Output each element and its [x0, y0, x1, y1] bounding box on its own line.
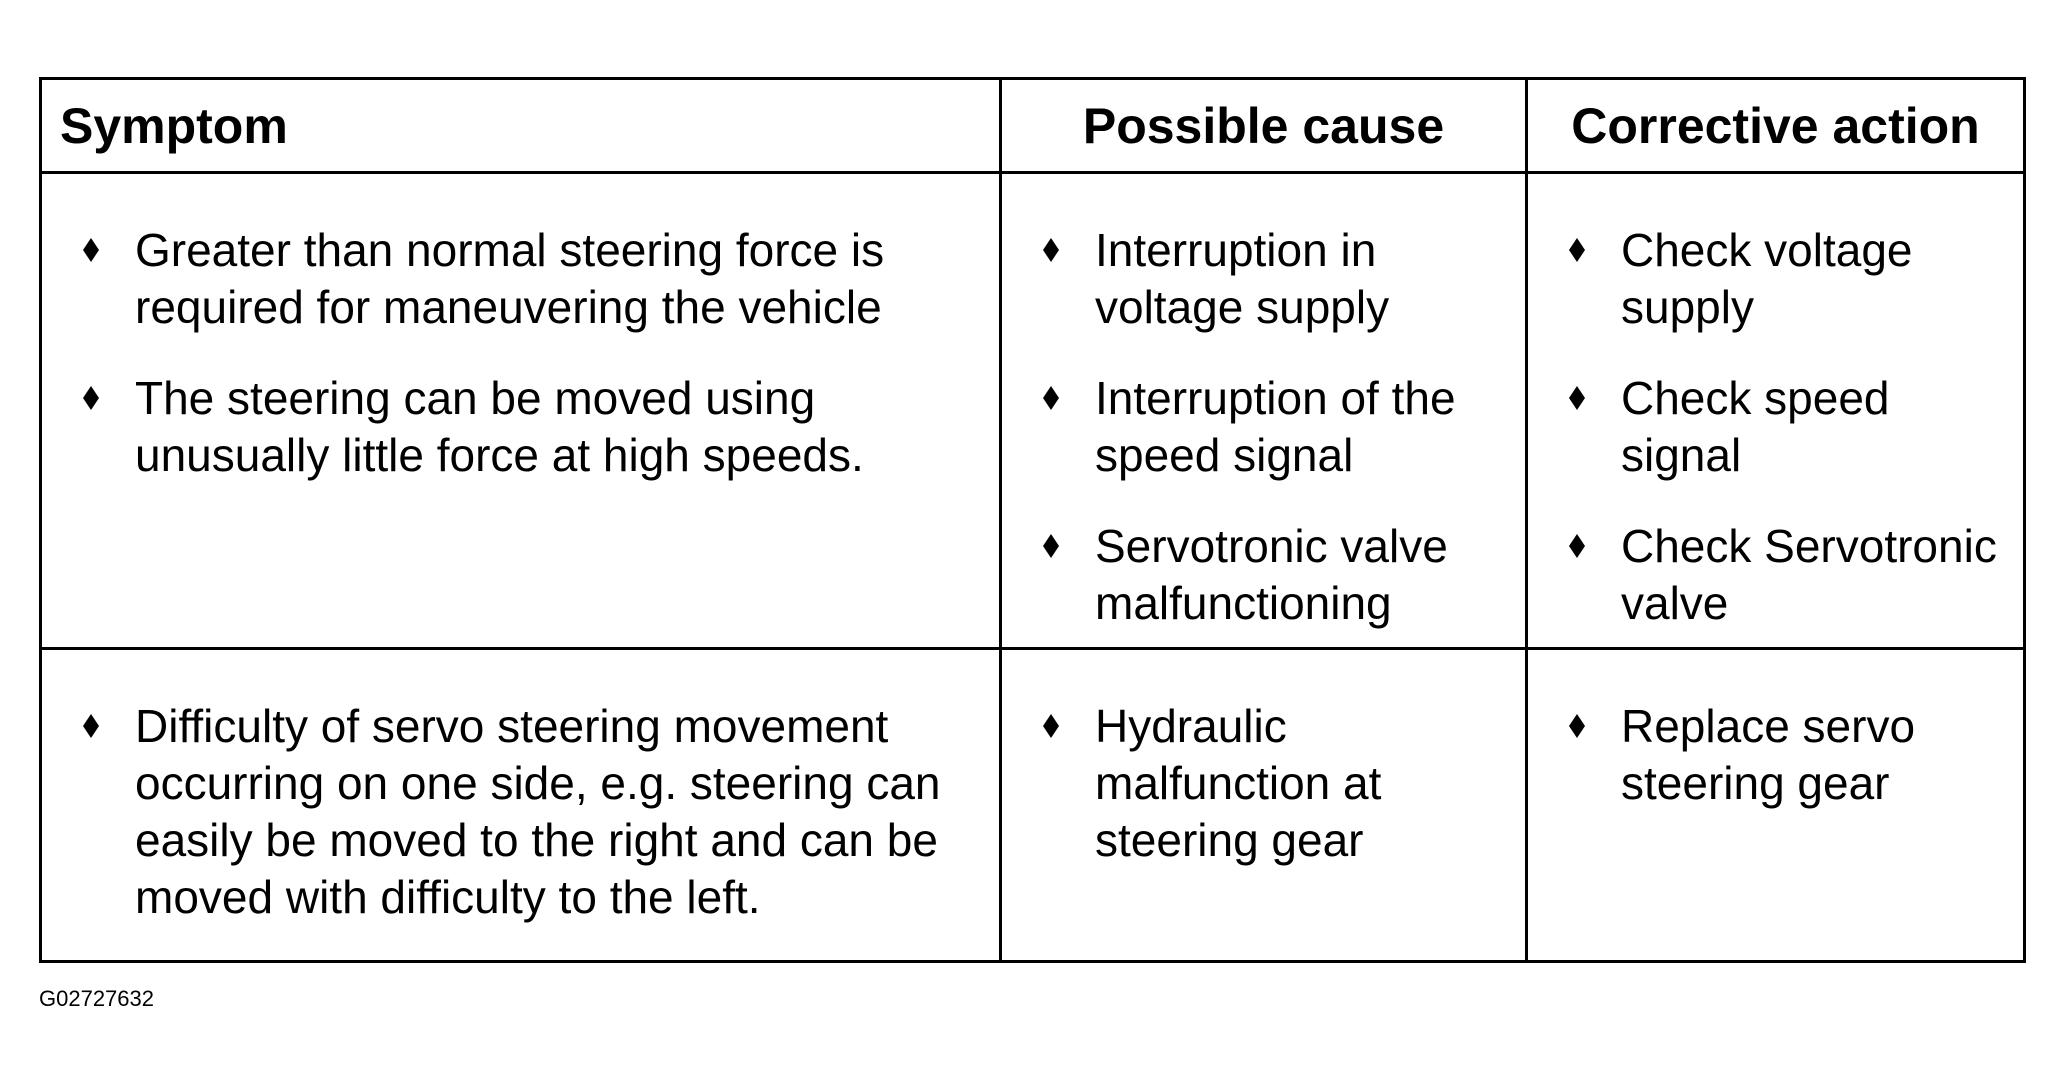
- cause-text: Interruption of the speed signal: [1095, 372, 1456, 481]
- table-row: Greater than normal steering force is re…: [39, 171, 2026, 650]
- diamond-bullet-icon: [1569, 534, 1585, 558]
- action-text: Check voltage supply: [1621, 224, 1913, 333]
- diamond-bullet-icon: [1569, 714, 1585, 738]
- list-item: Check voltage supply: [1568, 222, 2007, 336]
- action-text: Check Servotronic valve: [1621, 520, 1997, 629]
- action-list: Replace servo steering gear: [1568, 698, 2007, 812]
- diagnosis-table: Symptom Possible cause Corrective action…: [39, 77, 2026, 963]
- figure-id: G02727632: [39, 986, 154, 1011]
- list-item: Difficulty of servo steering movement oc…: [82, 698, 983, 926]
- list-item: Replace servo steering gear: [1568, 698, 2007, 812]
- cause-cell: Hydraulic malfunction at steering gear: [999, 647, 1528, 963]
- action-text: Check speed signal: [1621, 372, 1890, 481]
- header-row: Symptom Possible cause Corrective action: [39, 77, 2026, 174]
- action-list: Check voltage supply Check speed signal …: [1568, 222, 2007, 632]
- table-row: Difficulty of servo steering movement oc…: [39, 647, 2026, 963]
- action-text: Replace servo steering gear: [1621, 700, 1916, 809]
- action-cell: Replace servo steering gear: [1525, 647, 2026, 963]
- diamond-bullet-icon: [1043, 534, 1059, 558]
- list-item: Greater than normal steering force is re…: [82, 222, 983, 336]
- list-item: Interruption in voltage supply: [1042, 222, 1509, 336]
- cause-cell: Interruption in voltage supply Interrupt…: [999, 171, 1528, 650]
- diamond-bullet-icon: [1569, 386, 1585, 410]
- symptom-list: Difficulty of servo steering movement oc…: [82, 698, 983, 926]
- header-symptom: Symptom: [39, 77, 1002, 174]
- header-possible-cause: Possible cause: [999, 77, 1528, 174]
- diamond-bullet-icon: [83, 714, 99, 738]
- diamond-bullet-icon: [1043, 714, 1059, 738]
- action-cell: Check voltage supply Check speed signal …: [1525, 171, 2026, 650]
- list-item: The steering can be moved using unusuall…: [82, 370, 983, 484]
- diamond-bullet-icon: [1569, 238, 1585, 262]
- diamond-bullet-icon: [1043, 386, 1059, 410]
- list-item: Servotronic valve malfunctioning: [1042, 518, 1509, 632]
- cause-text: Hydraulic malfunction at steering gear: [1095, 700, 1382, 866]
- symptom-text: The steering can be moved using unusuall…: [135, 372, 864, 481]
- diamond-bullet-icon: [83, 386, 99, 410]
- symptom-text: Greater than normal steering force is re…: [135, 224, 885, 333]
- cause-text: Servotronic valve malfunctioning: [1095, 520, 1448, 629]
- cause-list: Interruption in voltage supply Interrupt…: [1042, 222, 1509, 632]
- diamond-bullet-icon: [1043, 238, 1059, 262]
- diamond-bullet-icon: [83, 238, 99, 262]
- symptom-cell: Difficulty of servo steering movement oc…: [39, 647, 1002, 963]
- symptom-text: Difficulty of servo steering movement oc…: [135, 700, 941, 923]
- symptom-list: Greater than normal steering force is re…: [82, 222, 983, 484]
- list-item: Hydraulic malfunction at steering gear: [1042, 698, 1509, 869]
- list-item: Interruption of the speed signal: [1042, 370, 1509, 484]
- list-item: Check Servotronic valve: [1568, 518, 2007, 632]
- symptom-cell: Greater than normal steering force is re…: [39, 171, 1002, 650]
- cause-text: Interruption in voltage supply: [1095, 224, 1390, 333]
- header-corrective-action: Corrective action: [1525, 77, 2026, 174]
- list-item: Check speed signal: [1568, 370, 2007, 484]
- cause-list: Hydraulic malfunction at steering gear: [1042, 698, 1509, 869]
